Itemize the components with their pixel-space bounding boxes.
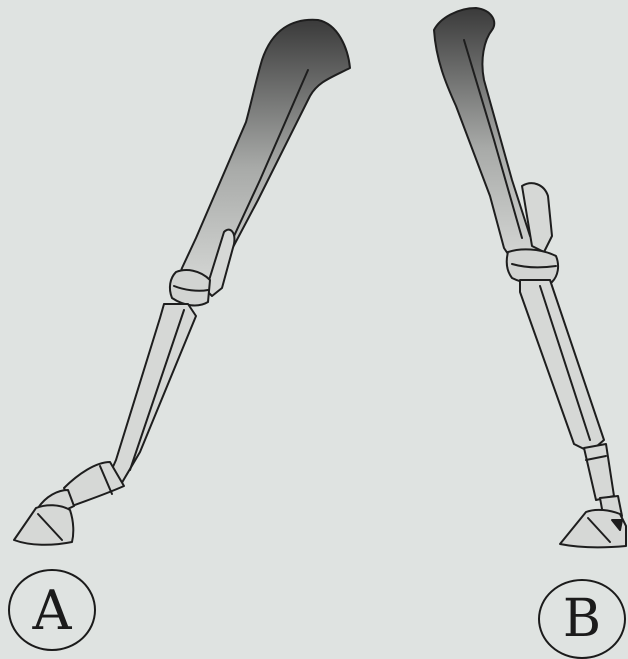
leg-b-pastern	[584, 444, 614, 500]
leg-a	[14, 20, 350, 545]
label-a-text: A	[33, 579, 72, 642]
leg-b-hoof	[560, 510, 626, 547]
label-b: B	[538, 579, 626, 659]
label-b-text: B	[563, 589, 601, 649]
leg-b-cannon-bone	[520, 280, 604, 452]
leg-a-hoof	[14, 505, 73, 545]
leg-b-upper-bone	[434, 8, 544, 263]
leg-b	[434, 8, 626, 547]
leg-a-pastern	[64, 462, 124, 506]
leg-a-upper-bone	[178, 20, 350, 289]
label-a: A	[8, 569, 96, 651]
leg-a-cannon-bone	[108, 304, 196, 486]
